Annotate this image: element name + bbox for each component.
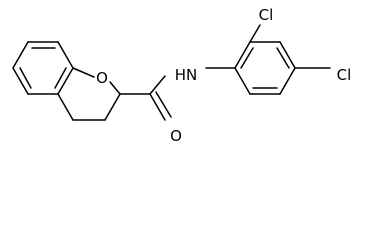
amide-nitrogen-label: HN — [175, 66, 198, 84]
chlorine-ortho-label: Cl — [259, 6, 274, 24]
carbonyl-oxygen-label: O — [170, 127, 182, 145]
amide-group — [119, 67, 236, 121]
structure-diagram: O O HN Cl Cl — [12, 6, 352, 145]
dichlorophenyl-ring — [234, 24, 331, 95]
ring-oxygen-label: O — [96, 69, 108, 87]
molecule-drawing: O O HN Cl Cl — [12, 6, 352, 145]
chlorine-para-label: Cl — [337, 66, 352, 84]
benzo-ring — [12, 41, 74, 95]
pyran-ring — [57, 67, 121, 121]
